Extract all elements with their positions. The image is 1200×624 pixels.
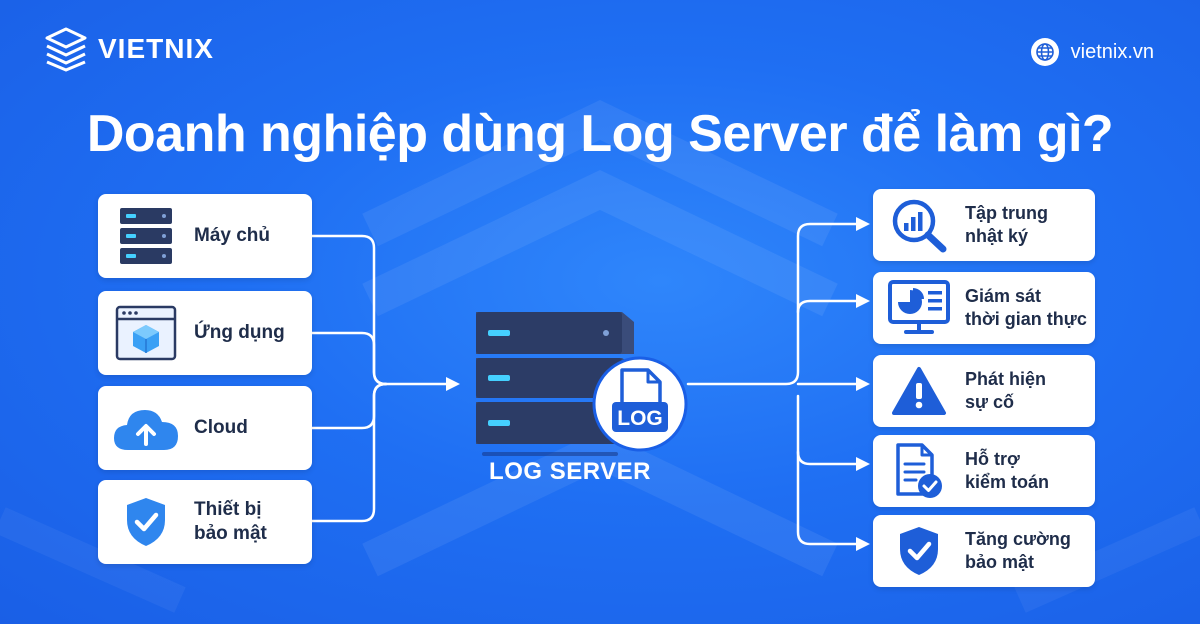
log-server-label: LOG SERVER [489, 458, 651, 485]
arrow-purpose-3 [856, 377, 870, 391]
purpose-card-realtime-monitoring[interactable]: Giám sát thời gian thực [873, 272, 1095, 344]
connector-out-main [686, 222, 858, 386]
magnifier-chart-icon [873, 197, 965, 253]
brand-logo[interactable]: VIETNIX [44, 26, 214, 72]
server-unit-top [476, 312, 634, 354]
purpose-card-centralize-logs[interactable]: Tập trung nhật ký [873, 189, 1095, 261]
log-file-badge: LOG [592, 356, 688, 452]
warning-icon [873, 366, 965, 416]
document-check-icon [873, 442, 965, 500]
brand-name: VIETNIX [98, 33, 214, 64]
arrow-purpose-2 [856, 294, 870, 308]
purpose-label-realtime-monitoring: Giám sát thời gian thực [965, 286, 1087, 329]
server-unit-middle [476, 358, 634, 398]
log-server: LOG [468, 304, 692, 461]
arrow-purpose-1 [856, 217, 870, 231]
page-title: Doanh nghiệp dùng Log Server để làm gì? [86, 105, 1114, 163]
site-url: vietnix.vn [1070, 40, 1154, 63]
app-window-icon [98, 305, 194, 361]
source-card-applications[interactable]: Ứng dụng [98, 291, 312, 375]
cloud-upload-icon [98, 404, 194, 452]
source-card-cloud[interactable]: Cloud [98, 386, 312, 470]
purpose-label-incident-detection: Phát hiện sự cố [965, 369, 1047, 412]
monitor-dashboard-icon [873, 280, 965, 336]
layers-logo-icon [45, 27, 87, 72]
connector-out-5 [796, 450, 858, 546]
log-badge-text: LOG [617, 407, 663, 430]
connector-source-4 [310, 382, 388, 523]
connector-source-1 [310, 234, 448, 386]
source-label-applications: Ứng dụng [194, 322, 285, 343]
purpose-card-audit-support[interactable]: Hỗ trợ kiểm toán [873, 435, 1095, 507]
connector-source-2 [310, 331, 388, 386]
source-label-security-devices: Thiết bị bảo mật [194, 499, 267, 544]
purpose-card-incident-detection[interactable]: Phát hiện sự cố [873, 355, 1095, 427]
source-card-servers[interactable]: Máy chủ [98, 194, 312, 278]
source-label-cloud: Cloud [194, 417, 248, 438]
shield-check-icon [873, 525, 965, 577]
server-rack-icon [98, 206, 194, 266]
source-label-servers: Máy chủ [194, 225, 271, 246]
purpose-label-centralize-logs: Tập trung nhật ký [965, 203, 1048, 246]
site-link[interactable]: vietnix.vn [1030, 38, 1154, 66]
purpose-label-audit-support: Hỗ trợ kiểm toán [965, 449, 1050, 492]
purpose-label-enhance-security: Tăng cường bảo mật [965, 529, 1071, 572]
globe-icon [1030, 38, 1059, 66]
connector-out-2 [796, 299, 858, 314]
connector-out-4 [796, 394, 858, 466]
purpose-card-enhance-security[interactable]: Tăng cường bảo mật [873, 515, 1095, 587]
source-card-security-devices[interactable]: Thiết bị bảo mật [98, 480, 312, 564]
arrow-purpose-5 [856, 537, 870, 551]
shield-check-icon [98, 496, 194, 548]
arrow-into-server [446, 377, 460, 391]
arrow-purpose-4 [856, 457, 870, 471]
